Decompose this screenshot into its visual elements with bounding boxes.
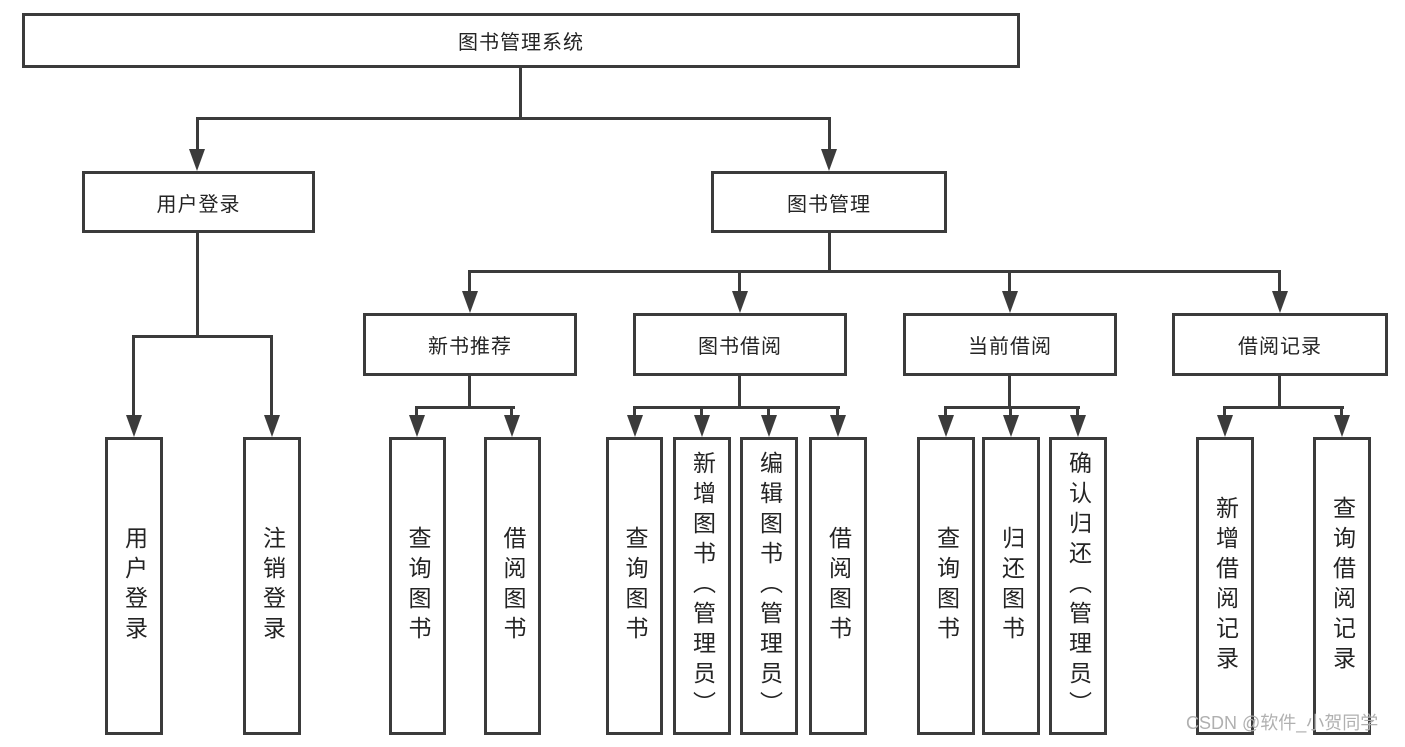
leaf-query-books-recommend: 查询图书 <box>389 437 446 735</box>
leaf-query-borrow-record-label: 查询借阅记录 <box>1329 496 1356 676</box>
leaf-logout-label: 注销登录 <box>259 526 286 646</box>
node-current-borrow: 当前借阅 <box>903 313 1117 376</box>
leaf-user-login-label: 用户登录 <box>121 526 148 646</box>
node-book-management: 图书管理 <box>711 171 947 233</box>
connector-stem-leaf-logout <box>270 335 273 417</box>
leaf-query-books-current: 查询图书 <box>917 437 975 735</box>
leaf-query-books-borrow-label: 查询图书 <box>622 526 648 646</box>
arrowhead-user-login <box>189 149 205 171</box>
node-library-system-label: 图书管理系统 <box>458 32 584 54</box>
arrowhead-new-book <box>462 291 478 313</box>
leaf-add-book-admin: 新增图书（管理员） <box>673 437 731 735</box>
connector-stem-bb-borrow <box>836 406 839 418</box>
node-user-login: 用户登录 <box>82 171 315 233</box>
leaf-edit-book-admin-label: 编辑图书（管理员） <box>756 451 783 721</box>
arrowhead-borrow-record <box>1272 291 1288 313</box>
connector-newbook-hline <box>415 406 515 409</box>
leaf-edit-book-admin: 编辑图书（管理员） <box>740 437 798 735</box>
node-user-login-label: 用户登录 <box>156 193 241 216</box>
connector-stem-bb-edit <box>767 406 770 418</box>
leaf-borrow-books-recommend: 借阅图书 <box>484 437 541 735</box>
arrowhead-cb-query <box>938 415 954 437</box>
arrowhead-bb-query <box>627 415 643 437</box>
connector-stem-cb-query <box>944 406 947 418</box>
connector-stem-nb-query <box>415 406 418 418</box>
connector-stem-book-borrow <box>738 270 741 293</box>
leaf-query-borrow-record: 查询借阅记录 <box>1313 437 1371 735</box>
connector-currentborrow-stem <box>1008 375 1011 409</box>
connector-borrowrecord-hline <box>1223 406 1344 409</box>
connector-userlogin-stem <box>196 233 199 337</box>
arrowhead-nb-borrow <box>504 415 520 437</box>
connector-stem-br-add <box>1223 406 1226 418</box>
connector-newbook-stem <box>468 375 471 409</box>
node-current-borrow-label: 当前借阅 <box>968 336 1052 358</box>
connector-root-stem <box>519 68 522 120</box>
connector-stem-user-login <box>196 117 199 151</box>
arrowhead-leaf-logout <box>264 415 280 437</box>
arrowhead-book-management <box>821 149 837 171</box>
connector-bookmgmt-hline <box>468 270 1281 273</box>
connector-bookborrow-stem <box>738 375 741 409</box>
node-book-borrow: 图书借阅 <box>633 313 847 376</box>
connector-stem-book-management <box>828 117 831 151</box>
arrowhead-current-borrow <box>1002 291 1018 313</box>
leaf-confirm-return-admin: 确认归还（管理员） <box>1049 437 1107 735</box>
arrowhead-cb-confirm <box>1070 415 1086 437</box>
leaf-add-book-admin-label: 新增图书（管理员） <box>689 451 716 721</box>
node-book-borrow-label: 图书借阅 <box>698 336 782 358</box>
leaf-borrow-books-recommend-label: 借阅图书 <box>500 526 526 646</box>
leaf-query-books-current-label: 查询图书 <box>933 526 960 646</box>
connector-stem-br-query <box>1340 406 1343 418</box>
connector-stem-bb-add <box>700 406 703 418</box>
leaf-borrow-books: 借阅图书 <box>809 437 867 735</box>
connector-stem-nb-borrow <box>510 406 513 418</box>
leaf-add-borrow-record: 新增借阅记录 <box>1196 437 1254 735</box>
arrowhead-bb-edit <box>761 415 777 437</box>
node-new-book-recommend: 新书推荐 <box>363 313 577 376</box>
arrowhead-cb-return <box>1003 415 1019 437</box>
connector-userlogin-hline <box>132 335 273 338</box>
connector-stem-borrow-record <box>1278 270 1281 293</box>
node-borrow-records-label: 借阅记录 <box>1238 336 1322 358</box>
arrowhead-nb-query <box>409 415 425 437</box>
connector-stem-bb-query <box>633 406 636 418</box>
arrowhead-book-borrow <box>732 291 748 313</box>
node-borrow-records: 借阅记录 <box>1172 313 1388 376</box>
leaf-borrow-books-label: 借阅图书 <box>825 526 852 646</box>
node-library-system: 图书管理系统 <box>22 13 1020 68</box>
connector-stem-cb-return <box>1009 406 1012 418</box>
connector-stem-new-book <box>468 270 471 293</box>
node-new-book-recommend-label: 新书推荐 <box>428 336 512 358</box>
connector-root-hline <box>196 117 831 120</box>
arrowhead-br-query <box>1334 415 1350 437</box>
connector-bookborrow-hline <box>633 406 840 409</box>
connector-stem-cb-confirm <box>1076 406 1079 418</box>
connector-bookmgmt-stem <box>828 233 831 273</box>
arrowhead-leaf-login <box>126 415 142 437</box>
leaf-query-books-borrow: 查询图书 <box>606 437 663 735</box>
connector-stem-current-borrow <box>1008 270 1011 293</box>
node-book-management-label: 图书管理 <box>787 193 871 216</box>
leaf-query-books-recommend-label: 查询图书 <box>405 526 431 646</box>
connector-borrowrecord-stem <box>1278 375 1281 409</box>
leaf-confirm-return-admin-label: 确认归还（管理员） <box>1065 451 1092 721</box>
connector-stem-leaf-login <box>132 335 135 417</box>
arrowhead-br-add <box>1217 415 1233 437</box>
leaf-return-book-label: 归还图书 <box>998 526 1025 646</box>
leaf-logout: 注销登录 <box>243 437 301 735</box>
csdn-watermark: CSDN @软件_小贺同学 <box>1186 713 1379 733</box>
leaf-add-borrow-record-label: 新增借阅记录 <box>1212 496 1239 676</box>
leaf-return-book: 归还图书 <box>982 437 1040 735</box>
connector-currentborrow-hline <box>944 406 1080 409</box>
arrowhead-bb-borrow <box>830 415 846 437</box>
leaf-user-login: 用户登录 <box>105 437 163 735</box>
arrowhead-bb-add <box>694 415 710 437</box>
